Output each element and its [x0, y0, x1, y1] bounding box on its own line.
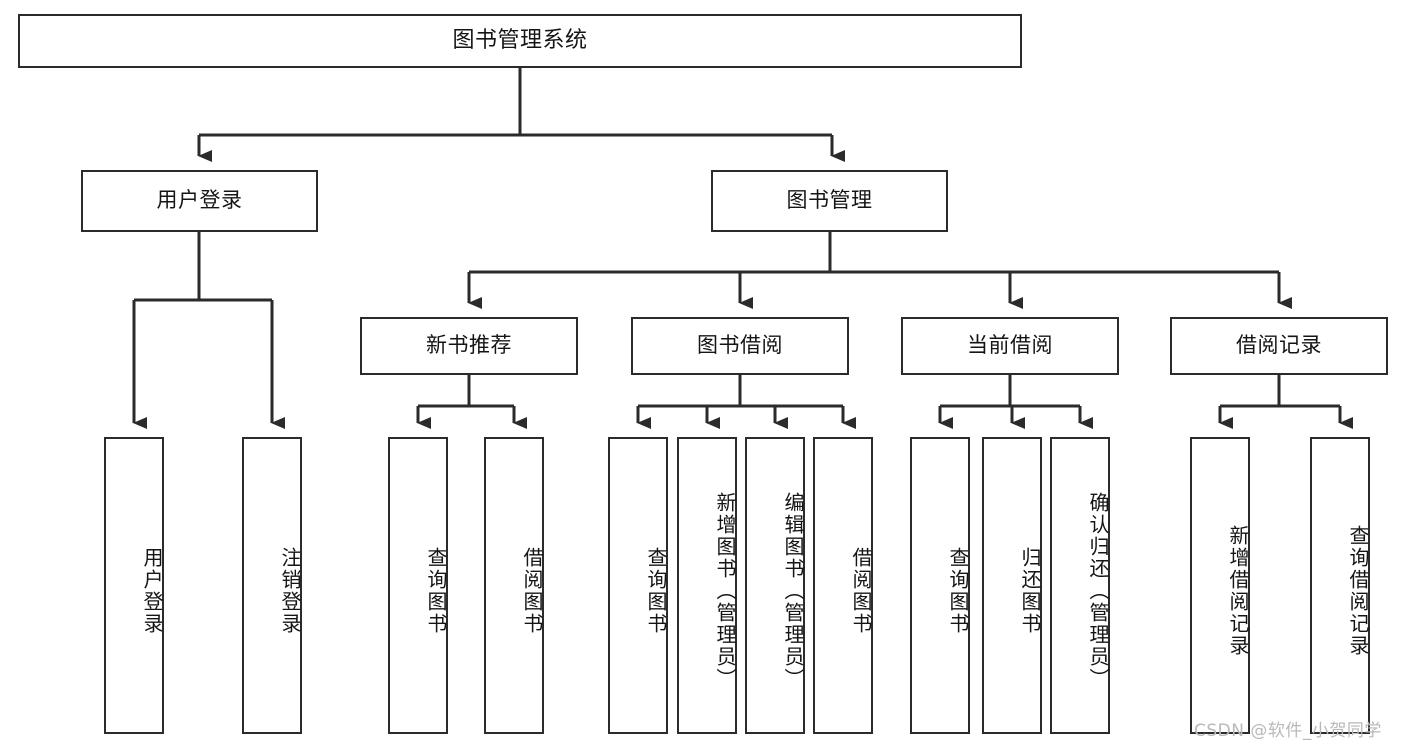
node-label: 查询图书 — [424, 546, 448, 635]
node-label: 注销登录 — [278, 546, 302, 635]
node-label: 图书管理 — [786, 188, 873, 213]
node-user-login[interactable]: 用户登录 — [81, 170, 318, 232]
node-label: 新增借阅记录 — [1226, 524, 1250, 657]
node-leaf-confirm-return-admin[interactable]: 确认归还（管理员） — [1050, 437, 1110, 734]
node-leaf-query-borrow-record[interactable]: 查询借阅记录 — [1310, 437, 1370, 734]
node-leaf-add-borrow-record[interactable]: 新增借阅记录 — [1190, 437, 1250, 734]
node-label: 查询借阅记录 — [1346, 524, 1370, 657]
csdn-watermark: CSDN @软件_小贺同学 — [1194, 721, 1382, 741]
node-label: 编辑图书（管理员） — [781, 491, 805, 690]
node-leaf-add-book-admin[interactable]: 新增图书（管理员） — [677, 437, 737, 734]
node-label: 用户登录 — [140, 546, 164, 635]
node-label: 借阅图书 — [520, 546, 544, 635]
node-label: 查询图书 — [946, 546, 970, 635]
node-book-management[interactable]: 图书管理 — [711, 170, 948, 232]
node-leaf-query-book-newbook[interactable]: 查询图书 — [388, 437, 448, 734]
node-label: 借阅图书 — [849, 546, 873, 635]
node-root-system[interactable]: 图书管理系统 — [18, 14, 1022, 68]
node-label: 新增图书（管理员） — [713, 491, 737, 690]
node-label: 当前借阅 — [967, 333, 1053, 358]
node-leaf-logout[interactable]: 注销登录 — [242, 437, 302, 734]
node-leaf-query-book-current[interactable]: 查询图书 — [910, 437, 970, 734]
node-leaf-borrow-book[interactable]: 借阅图书 — [813, 437, 873, 734]
node-new-book-recommend[interactable]: 新书推荐 — [360, 317, 578, 375]
node-label: 图书借阅 — [697, 333, 783, 358]
node-label: 图书管理系统 — [452, 27, 588, 53]
node-label: 用户登录 — [156, 188, 243, 213]
node-leaf-return-book[interactable]: 归还图书 — [982, 437, 1042, 734]
node-label: 归还图书 — [1018, 546, 1042, 635]
node-label: 确认归还（管理员） — [1086, 491, 1110, 690]
node-borrow-record[interactable]: 借阅记录 — [1170, 317, 1388, 375]
node-leaf-user-login[interactable]: 用户登录 — [104, 437, 164, 734]
node-leaf-borrow-book-newbook[interactable]: 借阅图书 — [484, 437, 544, 734]
node-label: 查询图书 — [644, 546, 668, 635]
node-label: 借阅记录 — [1236, 333, 1322, 358]
node-label: 新书推荐 — [426, 333, 512, 358]
node-current-borrow[interactable]: 当前借阅 — [901, 317, 1119, 375]
node-leaf-query-book-borrow[interactable]: 查询图书 — [608, 437, 668, 734]
node-book-borrow[interactable]: 图书借阅 — [631, 317, 849, 375]
node-leaf-edit-book-admin[interactable]: 编辑图书（管理员） — [745, 437, 805, 734]
